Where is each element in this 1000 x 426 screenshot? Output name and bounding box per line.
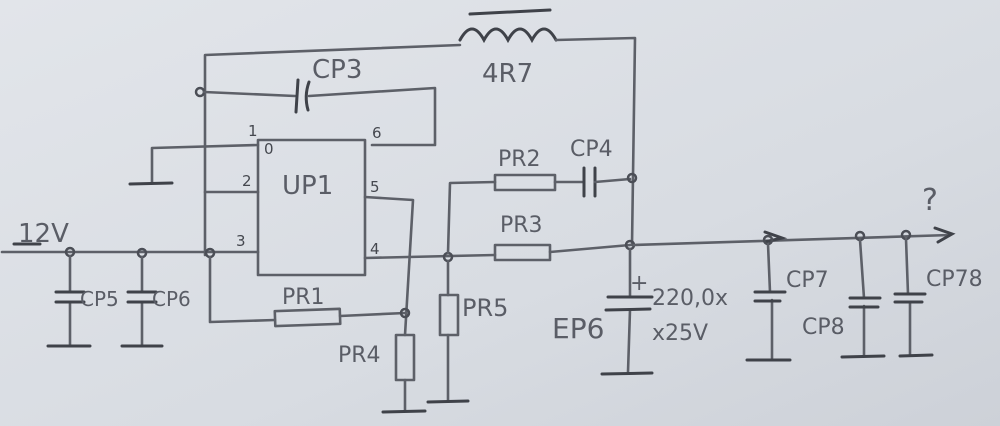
ep6-plus-label: + [630, 271, 648, 296]
cp7-label: CP7 [786, 268, 829, 293]
feedback-network: PR2 CP4 PR3 PR5 [363, 137, 638, 404]
pr3-label: PR3 [500, 213, 543, 238]
cp8-capacitor [840, 296, 886, 359]
capacitor-ep6: + EP6 220,0x x25V [552, 247, 728, 376]
ground-icon [426, 399, 470, 404]
cp5-label: CP5 [80, 287, 119, 311]
ep6-capacitor [600, 295, 654, 376]
ep6-label: EP6 [552, 312, 604, 345]
inductor-label: 4R7 [482, 59, 533, 89]
output-arrow-icon [933, 226, 956, 244]
pin-4: 4 [370, 240, 380, 258]
cp78-capacitor [893, 292, 934, 358]
pr2-label: PR2 [498, 147, 541, 172]
ground-icon [381, 409, 427, 414]
cp6-label: CP6 [152, 287, 191, 311]
cp78-label: CP78 [926, 267, 983, 292]
cp6-capacitor [120, 290, 164, 348]
ic-up1: UP1 1 0 2 3 4 5 6 [128, 122, 382, 277]
pin-6: 6 [372, 124, 382, 142]
pr5-label: PR5 [462, 294, 508, 322]
cp7-capacitor [745, 290, 792, 362]
ground-icon [128, 181, 174, 186]
resistor-pr1: PR1 [208, 255, 407, 328]
arrow-icon [763, 230, 788, 244]
inductor-coil [458, 27, 558, 44]
ep6-voltage-label: x25V [652, 321, 708, 346]
cp4-label: CP4 [570, 137, 613, 162]
resistor-pr4: PR4 [338, 195, 427, 414]
cp5-capacitor [46, 290, 92, 348]
pr1-label: PR1 [282, 285, 325, 310]
output-rail: ? CP7 CP8 CP78 [632, 183, 983, 362]
capacitor-cp3: CP3 [194, 55, 437, 147]
cp3-label: CP3 [312, 55, 362, 85]
ep6-value-label: 220,0x [652, 286, 728, 311]
pr4-label: PR4 [338, 343, 381, 368]
output-unknown-label: ? [922, 183, 938, 218]
pin-1: 1 [248, 122, 258, 140]
inductor-loop: 4R7 [203, 8, 637, 257]
input-rail: 12V CP5 CP6 [0, 219, 260, 348]
ic-label: UP1 [282, 171, 333, 201]
pin-2: 2 [242, 172, 252, 190]
pin-5: 5 [370, 178, 380, 196]
cp8-label: CP8 [802, 315, 845, 340]
pin-3: 3 [236, 232, 246, 250]
pin-1-marker: 0 [264, 140, 274, 158]
